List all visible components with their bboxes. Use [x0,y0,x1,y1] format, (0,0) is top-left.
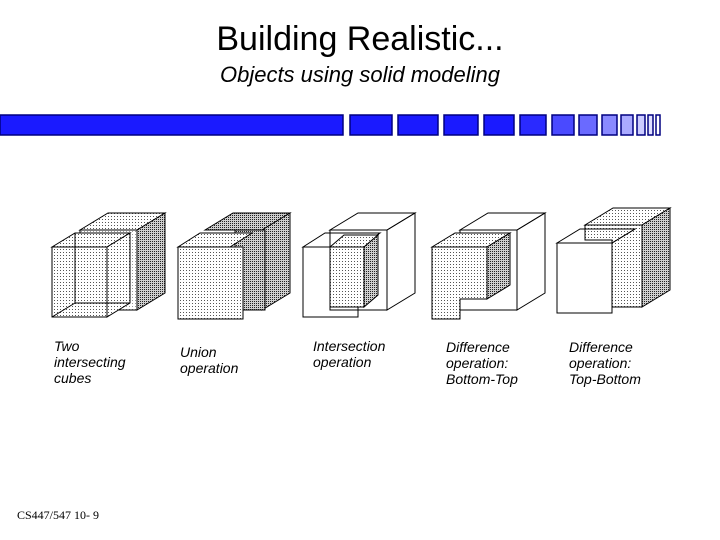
caption-two-intersecting-cubes: Two intersecting cubes [54,338,126,386]
slide-subtitle: Objects using solid modeling [219,62,501,87]
difference-top-bottom-figure [555,207,672,314]
caption-union: Union operation [180,344,239,376]
caption-difference-bottom-top: Difference operation: Bottom-Top [446,339,518,387]
slide-title: Building Realistic... [216,20,504,58]
solid-modeling-diagram [50,207,672,320]
slide-footer: CS447/547 10- 9 [17,508,100,522]
caption-difference-top-bottom: Difference operation: Top-Bottom [569,339,641,387]
union-figure [176,212,292,320]
two-intersecting-cubes-figure [50,212,167,318]
intersection-figure [301,212,417,318]
blue-banner-bar [0,114,661,136]
difference-bottom-top-figure [430,212,547,320]
caption-intersection: Intersection operation [313,338,386,370]
